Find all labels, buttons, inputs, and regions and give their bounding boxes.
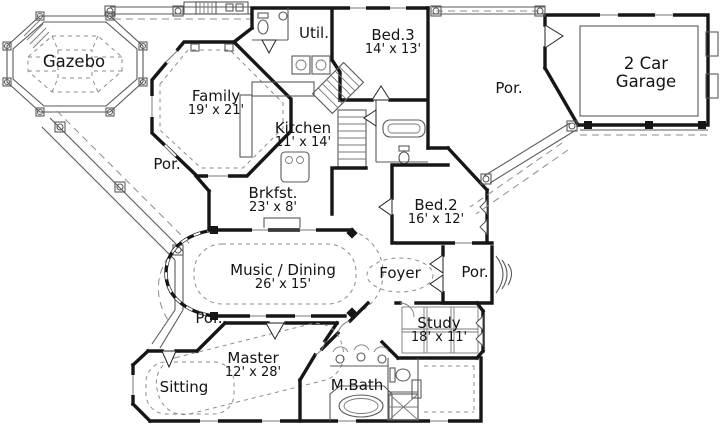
master-bath xyxy=(298,344,393,423)
room-label-foyer: Foyer xyxy=(379,263,421,282)
room-label-study: Study 18' x 11' xyxy=(410,313,468,346)
room-label-bed2: Bed.2 16' x 12' xyxy=(407,195,465,228)
closet-wc-block xyxy=(387,358,475,421)
left-walkway-rail xyxy=(41,110,191,349)
master-suite xyxy=(130,320,483,424)
room-label-gazebo: Gazebo xyxy=(42,52,106,72)
door-leaves xyxy=(161,24,564,369)
garage xyxy=(542,13,719,136)
entry-porch xyxy=(441,245,513,305)
room-label-brkfst: Brkfst. 23' x 8' xyxy=(248,183,298,216)
study-room xyxy=(379,302,486,361)
room-label-mbath: M.Bath xyxy=(330,375,384,394)
room-label-master: Master 12' x 28' xyxy=(224,348,282,381)
room-label-music-dining: Music / Dining 26' x 15' xyxy=(230,260,336,293)
room-label-porch-entry: Por. xyxy=(461,262,489,281)
room-label-kitchen: Kitchen 11' x 14' xyxy=(274,118,332,151)
room-label-util: Util. xyxy=(299,23,329,42)
kitchen-fixtures xyxy=(239,81,315,183)
stairs xyxy=(311,61,367,169)
top-deck-rail xyxy=(104,1,252,20)
room-label-porch-lower-left: Por. xyxy=(195,308,223,327)
room-label-garage: 2 Car Garage xyxy=(615,54,677,91)
room-label-porch-upper-left: Por. xyxy=(153,154,181,173)
room-label-family: Family 19' x 21' xyxy=(187,86,245,119)
bed2-room xyxy=(390,145,494,245)
room-label-sitting: Sitting xyxy=(159,377,209,396)
gazebo-structure xyxy=(2,11,148,117)
utility-room xyxy=(231,6,430,102)
hall-bath xyxy=(375,100,428,165)
room-label-porch-top-right: Por. xyxy=(495,78,523,97)
top-right-porch-rail xyxy=(430,5,546,17)
window-marks xyxy=(130,5,673,424)
room-label-bed3: Bed.3 14' x 13' xyxy=(364,25,422,58)
gazebo-posts xyxy=(2,11,148,117)
garage-walkway-rail xyxy=(469,120,578,215)
gallery-hall xyxy=(297,300,371,383)
music-dining-room xyxy=(164,166,384,320)
